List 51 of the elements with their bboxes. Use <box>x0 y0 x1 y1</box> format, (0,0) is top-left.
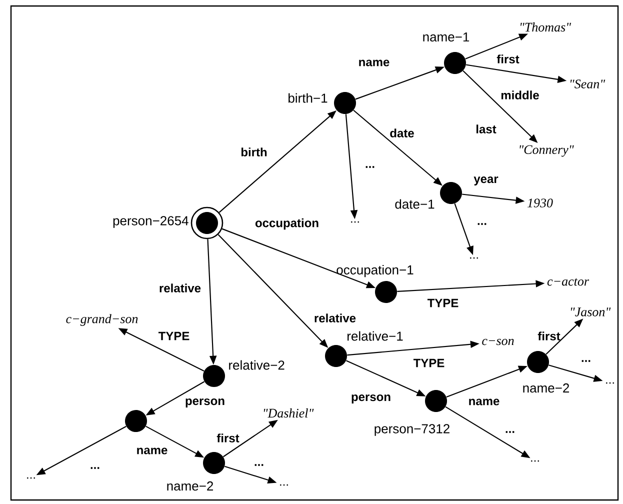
ellipsis-text: ... <box>470 257 478 259</box>
edge-label: name <box>137 448 168 454</box>
value-text: c−actor <box>547 278 590 286</box>
edge-label: first <box>538 332 560 340</box>
node-label: name−2 <box>523 383 570 393</box>
edge-label: ... <box>366 166 374 168</box>
edge-label: person <box>352 394 390 404</box>
value-text: "Thomas" <box>520 22 572 32</box>
edge-label: first <box>496 54 520 64</box>
edge-label: TYPE <box>413 358 444 368</box>
edge-label: name <box>469 398 500 406</box>
edge-label: ... <box>254 464 264 466</box>
edge-label: TYPE <box>427 298 458 308</box>
node-label: name−2 <box>167 481 213 491</box>
edge-label: ... <box>90 467 100 469</box>
edge-label: ... <box>582 360 590 362</box>
node-label: occupation−1 <box>336 264 414 278</box>
value-text: "Jason" <box>571 308 611 316</box>
node-label: birth−1 <box>288 93 328 103</box>
value-text: "Sean" <box>570 80 606 88</box>
edge-label: occupation <box>255 218 318 230</box>
ellipsis-text: ... <box>27 477 35 479</box>
ellipsis-text: ... <box>606 382 614 384</box>
edge-label: birth <box>241 148 267 156</box>
value-text: c−grand−son <box>66 314 138 326</box>
node-label: relative−1 <box>348 331 403 341</box>
edge-label: date <box>390 128 414 138</box>
node-label: date−1 <box>395 199 434 209</box>
edge-label: person <box>186 398 224 408</box>
circle <box>125 410 147 432</box>
node-label: name−1 <box>423 32 470 42</box>
edge-label: middle <box>501 90 539 100</box>
edge-label: year <box>474 176 498 186</box>
edge-label: TYPE <box>158 332 190 340</box>
edge-label: ... <box>478 223 486 225</box>
value-text: c−son <box>482 338 514 346</box>
edge-label: first <box>216 434 240 442</box>
value-text: "Dashiel" <box>264 408 314 418</box>
edge-label: ... <box>506 431 514 433</box>
ellipsis-text: ... <box>531 460 539 462</box>
edge-label: relative <box>314 314 356 322</box>
node-label: person−7312 <box>374 424 450 436</box>
ellipsis-text: ... <box>351 221 359 223</box>
edge-label: name <box>359 60 390 66</box>
value-text: "Connery" <box>520 145 574 157</box>
edge-label: last <box>476 124 496 134</box>
ellipsis-text: ... <box>280 484 288 486</box>
value-text: 1930 <box>527 198 553 208</box>
node-label: person−2654 <box>113 216 188 228</box>
edge-label: relative <box>160 284 201 292</box>
node-label: relative−2 <box>229 360 284 370</box>
